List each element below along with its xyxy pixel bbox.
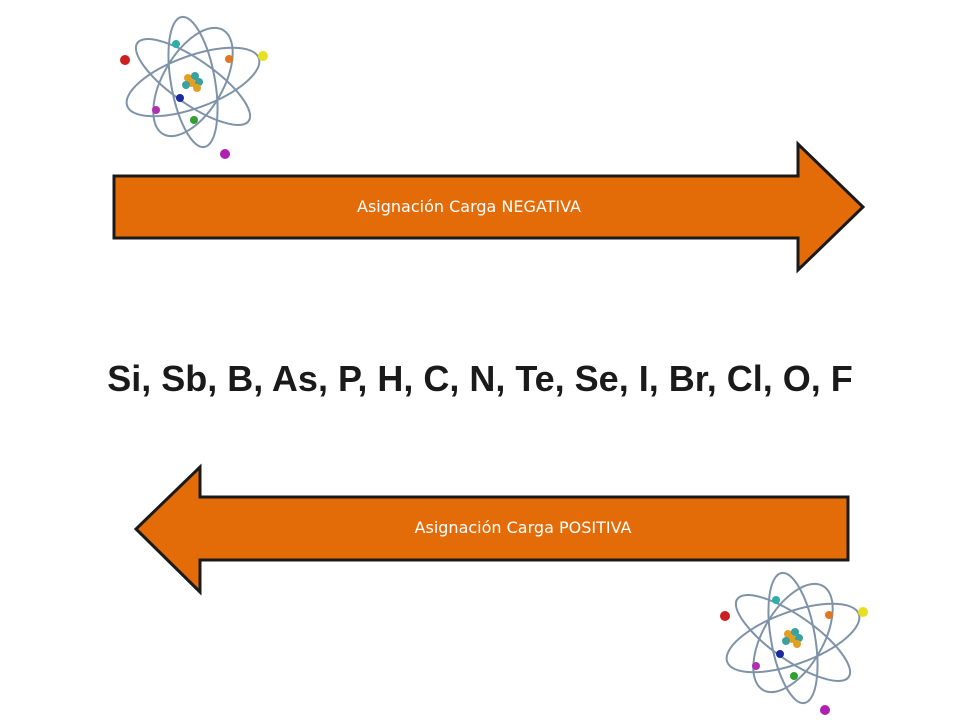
elements-list: Si, Sb, B, As, P, H, C, N, Te, Se, I, Br… bbox=[107, 358, 853, 399]
atom-icon bbox=[720, 571, 868, 715]
positive-charge-label: Asignación Carga POSITIVA bbox=[414, 518, 632, 537]
negative-charge-label: Asignación Carga NEGATIVA bbox=[357, 197, 581, 216]
atom-icon bbox=[120, 15, 268, 159]
